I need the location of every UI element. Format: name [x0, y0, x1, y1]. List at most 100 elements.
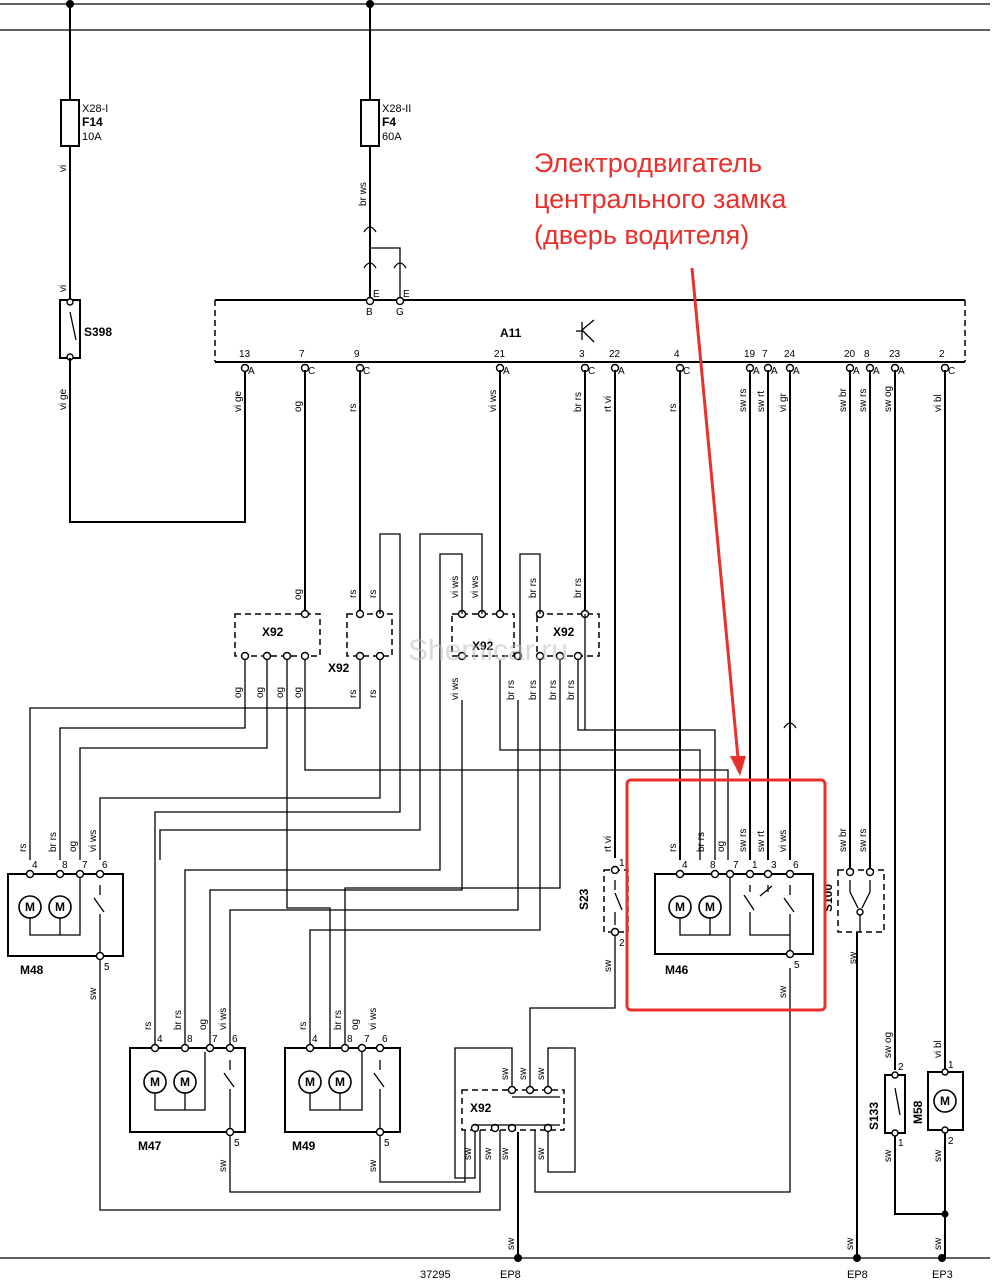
switch-s398: S398 vi vi ge	[58, 285, 246, 523]
m47-pin-2: 8	[187, 1034, 193, 1045]
m58-name: M58	[911, 1100, 925, 1124]
highlight-box	[625, 778, 827, 1012]
x92-b-top-wire-2: rs	[368, 590, 379, 598]
annotation: Электродвигатель центрального замка (две…	[534, 148, 827, 1012]
m48-pin-4: 6	[102, 860, 108, 871]
annotation-arrow-line	[690, 267, 740, 759]
annotation-arrowhead	[730, 756, 746, 776]
m47-pin-3: 7	[212, 1034, 218, 1045]
s100-name: S100	[821, 884, 835, 912]
a11-pin-number: 21	[494, 349, 506, 360]
watermark: Shemicar.ru	[408, 634, 568, 667]
m49-out-pin: 5	[384, 1138, 390, 1149]
m58-wire-bottom: sw	[933, 1149, 944, 1162]
m47-wire-1: rs	[143, 1022, 154, 1030]
m46-out-pin: 5	[794, 960, 800, 971]
x92-b-bottom-wire-2: rs	[368, 690, 379, 698]
a11-pin-wire-label: rs	[668, 404, 679, 412]
a11-pin-number: 3	[579, 349, 585, 360]
f4-rating-label: 60A	[382, 131, 402, 143]
a11-pin-wire-label: og	[293, 401, 304, 412]
a11-pin-number: 19	[744, 349, 756, 360]
x92-a-bottom-wire-4: og	[293, 687, 304, 698]
m46-wire-1: rs	[668, 844, 679, 852]
svg-text:M: M	[55, 900, 65, 914]
a11-pin-wire-label: sw rs	[858, 389, 869, 412]
switch-s133: S133 2 1 sw og sw	[867, 1032, 945, 1215]
x92-a-name: X92	[262, 625, 284, 639]
s23-pin-1: 1	[619, 858, 625, 869]
s100-out-wire: sw	[848, 951, 859, 964]
m48-name: M48	[20, 963, 44, 977]
a11-pin-number: 23	[889, 349, 901, 360]
x92-d-name: X92	[553, 625, 575, 639]
m49-wire-3: og	[350, 1019, 361, 1030]
ground-ep3: EP3	[932, 1269, 953, 1281]
svg-text:M: M	[25, 900, 35, 914]
m48-wire-1: rs	[18, 844, 29, 852]
s23-name: S23	[577, 888, 591, 910]
m49-pin-2: 8	[347, 1034, 353, 1045]
a11-pin-number: 4	[674, 349, 680, 360]
motor-m48: 4 8 7 6 rs br rs og vi ws M M M48 5 sw	[7, 830, 501, 1211]
x92-c-top-wire-2: vi ws	[470, 576, 481, 598]
x92-c-name: X92	[472, 639, 494, 653]
a11-name-label: A11	[500, 326, 522, 340]
annotation-line-1: Электродвигатель	[534, 148, 762, 178]
x92-e-top-wire-1: sw	[500, 1067, 511, 1080]
motor-m47: 4 8 7 6 rs br rs og vi ws M M M47 5 sw	[129, 1008, 481, 1193]
footer-code: 37295	[420, 1269, 451, 1281]
x92-d-bottom-wire-1: br rs	[528, 680, 539, 700]
s133-pin-bottom: 1	[898, 1138, 904, 1149]
s23-wire-bottom: sw	[603, 959, 614, 972]
x92-e-top-wire-3: sw	[536, 1067, 547, 1080]
m46-pin-5: 3	[771, 860, 777, 871]
motor-m49: 4 8 7 6 rs br rs og vi ws M M M49 5 sw	[284, 1008, 466, 1183]
a11-pin-number: 22	[609, 349, 621, 360]
s133-name: S133	[867, 1102, 881, 1130]
a11-pin-letter: A	[771, 366, 778, 377]
switch-s23: S23 1 2 rt vi sw	[577, 836, 629, 972]
s133-wire-top: sw og	[883, 1032, 894, 1058]
s398-name-label: S398	[84, 325, 112, 339]
a11-pin-number: 24	[784, 349, 796, 360]
f4-conn-label: X28-II	[382, 103, 411, 115]
f14-wire-label: vi	[58, 165, 69, 172]
a11-pin-1	[240, 363, 250, 373]
f14-conn-label: X28-I	[82, 103, 108, 115]
a11-pin-number: 8	[864, 349, 870, 360]
connector-x92-e: X92 sw sw sw sw sw sw sw	[454, 952, 791, 1258]
ground-sw-3: sw	[933, 1237, 944, 1250]
a11-pin-wire-label: rs	[348, 404, 359, 412]
f14-name-label: F14	[82, 115, 103, 129]
a11-pin-letter: C	[363, 366, 370, 377]
x92-e-name: X92	[470, 1101, 492, 1115]
a11-top-pin-2-num: E	[403, 289, 410, 300]
m46-pin-3: 7	[733, 860, 739, 871]
svg-text:M: M	[150, 1075, 160, 1089]
x92-e-bottom-wire-1: sw	[463, 1147, 474, 1160]
x92-d-top-wire-1: br rs	[528, 578, 539, 598]
lower-wiring	[29, 614, 729, 1048]
m47-wire-3: og	[198, 1019, 209, 1030]
m47-pin-4: 6	[232, 1034, 238, 1045]
x92-b-top-wire-1: rs	[348, 590, 359, 598]
m58-pin-top: 1	[948, 1060, 954, 1071]
annotation-line-2: центрального замка	[534, 184, 787, 214]
m46-pin-4: 1	[752, 860, 758, 871]
x92-c-bottom-wire-2: br rs	[506, 680, 517, 700]
connector-x92-d: X92 br rs br rs br rs br rs br rs	[528, 578, 600, 700]
svg-text:M: M	[940, 1094, 950, 1108]
a11-pin-letter: A	[248, 366, 255, 377]
m46-name: M46	[665, 963, 689, 977]
connector-x92-c: X92 vi ws vi ws vi ws br rs	[450, 576, 523, 700]
a11-pin-letter: A	[503, 366, 510, 377]
a11-pin-number: 13	[239, 349, 251, 360]
m47-wire-2: br rs	[173, 1010, 184, 1030]
fuse-f4: X28-II F4 60A br ws	[358, 4, 411, 300]
motor-m46: 4 8 7 1 3 6 rs br rs og sw rs sw rt vi w…	[654, 829, 814, 998]
m46-wire-3: og	[716, 841, 727, 852]
m48-wire-3: og	[68, 841, 79, 852]
